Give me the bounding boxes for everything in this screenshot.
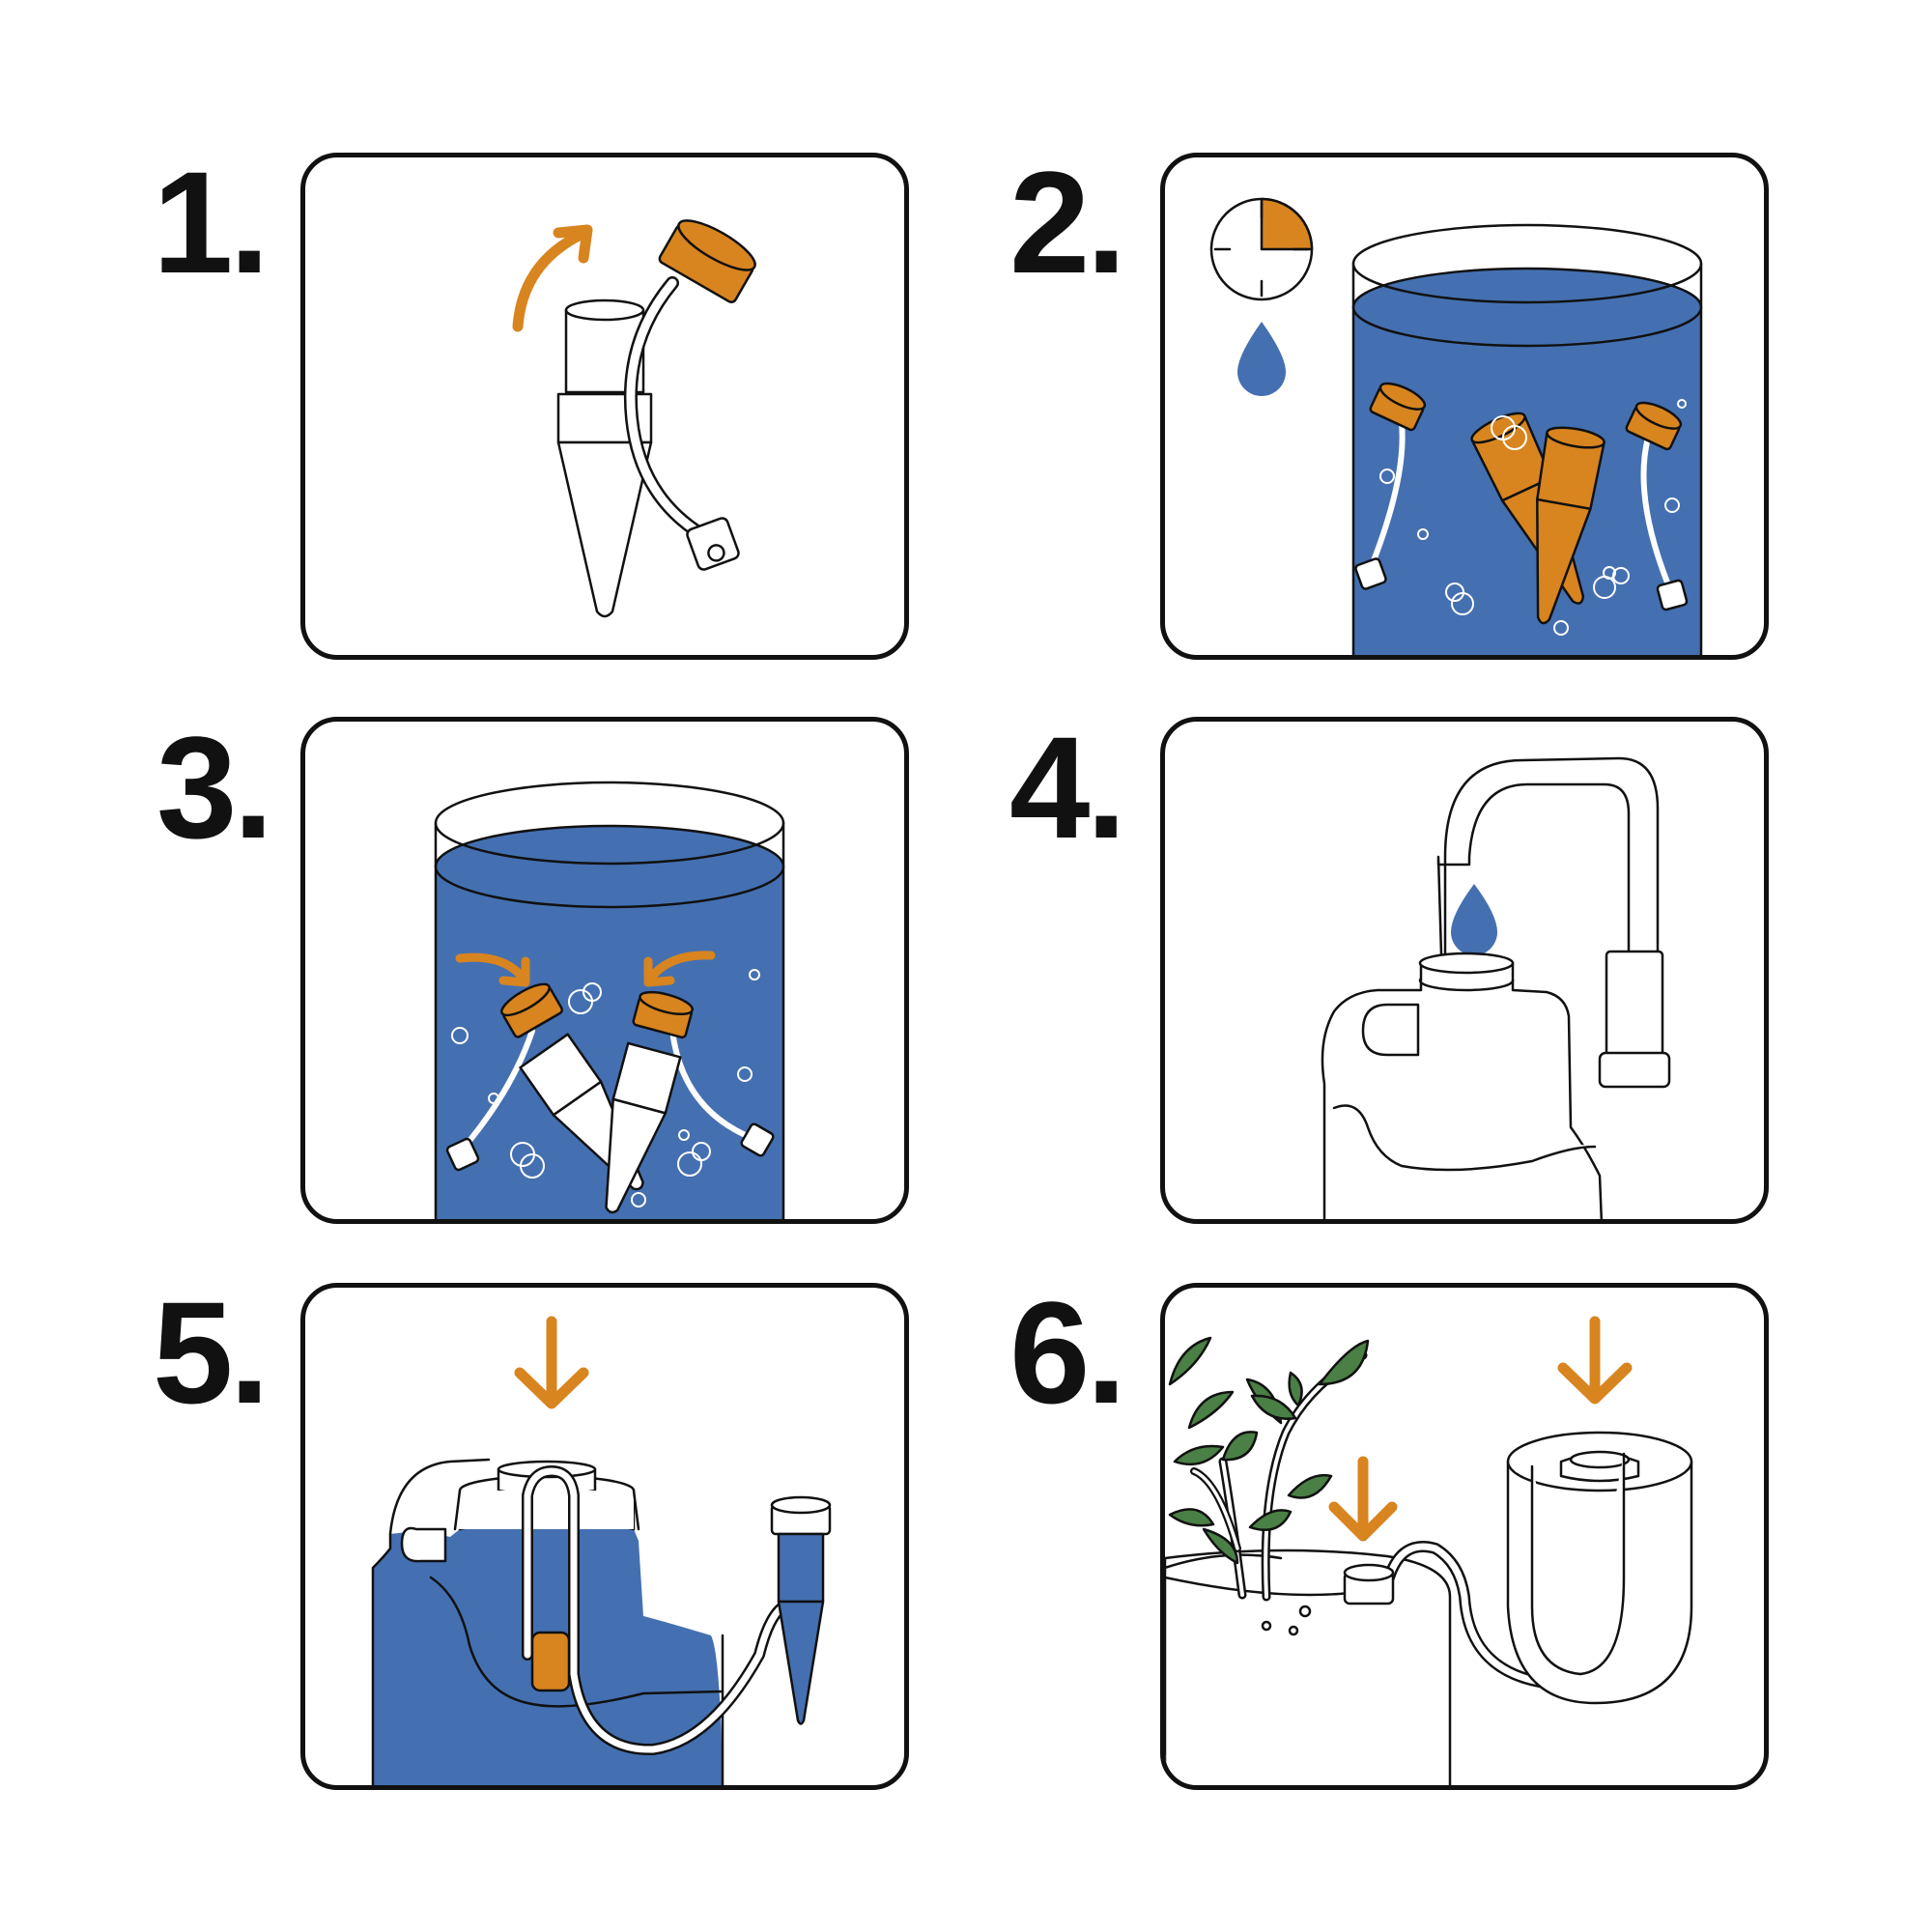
water-drop-icon — [1237, 322, 1286, 396]
step-number-3: 3. — [156, 706, 273, 868]
step-4-panel — [1160, 717, 1769, 1224]
arrow-right-icon — [646, 951, 716, 982]
step-2-panel — [1160, 153, 1769, 660]
bubbles — [451, 969, 760, 1208]
filled-water-bottle — [371, 1458, 724, 1785]
step-number-1: 1. — [153, 141, 270, 303]
step-number-5: 5. — [153, 1271, 270, 1434]
arrow-left-icon — [455, 952, 527, 982]
cap-with-tube — [623, 219, 756, 571]
step-5-panel — [300, 1283, 909, 1790]
soaking-cap-left — [1354, 382, 1427, 590]
step-1-panel — [300, 153, 909, 660]
water-bottle-top — [1506, 1431, 1693, 1705]
step-number-4: 4. — [1009, 706, 1126, 868]
curved-arrow-icon — [512, 229, 586, 332]
clock-icon — [1209, 197, 1314, 301]
step-number-2: 2. — [1009, 141, 1126, 303]
spike-top — [1343, 1563, 1395, 1605]
faucet-icon — [1436, 756, 1671, 1089]
plant-pot — [1165, 1548, 1452, 1785]
step-6-panel — [1160, 1283, 1769, 1790]
down-arrow-icon — [1557, 1316, 1633, 1405]
water-bottle — [1321, 952, 1604, 1219]
bubbles — [1379, 399, 1687, 636]
connected-spike — [770, 1495, 832, 1725]
step-number-6: 6. — [1009, 1271, 1126, 1434]
water-drop-icon — [1451, 884, 1497, 955]
weight-filter — [530, 1631, 571, 1692]
curved-arrow-head-icon — [553, 224, 593, 264]
plant-icon — [1168, 1336, 1370, 1602]
step-3-panel — [300, 717, 909, 1224]
soaking-cap-right — [1625, 401, 1689, 611]
down-arrow-icon — [1328, 1456, 1398, 1542]
soaking-spike-2 — [1536, 426, 1605, 625]
assembled-spike-right — [605, 990, 775, 1214]
down-arrow-icon — [514, 1316, 589, 1409]
